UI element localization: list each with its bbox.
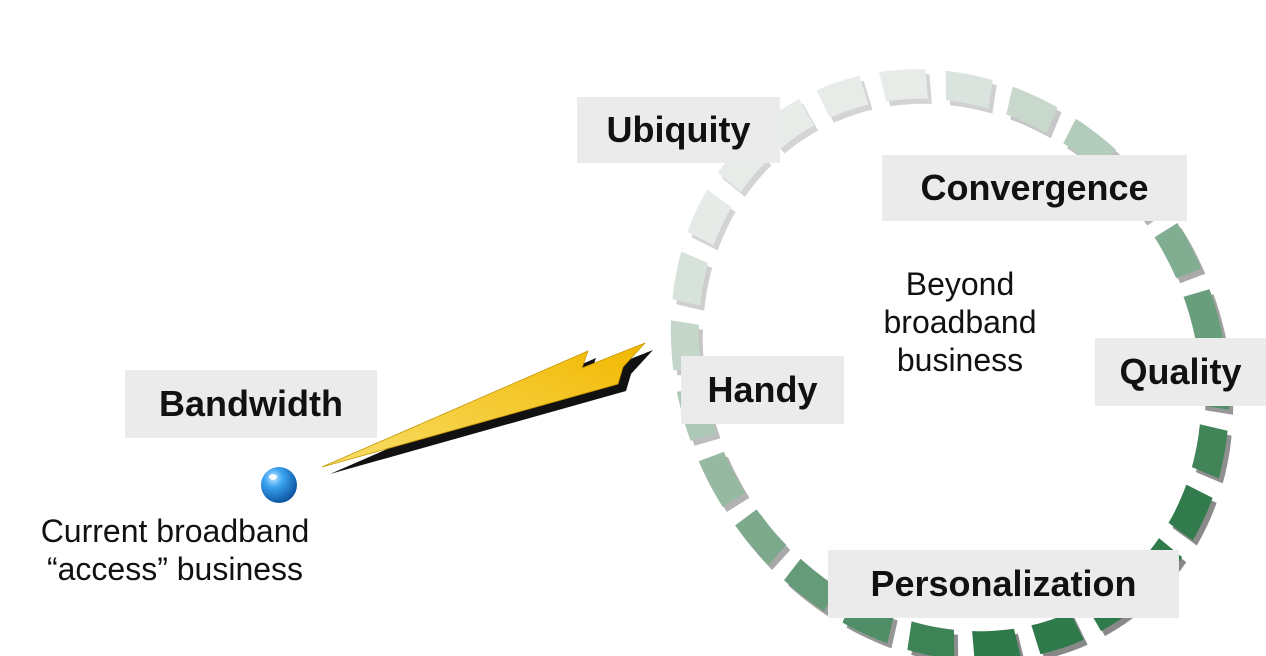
start-point-dot [261, 467, 297, 503]
ring-segment [687, 189, 732, 246]
ring-segment [1183, 289, 1224, 342]
ring-segment [1191, 424, 1228, 479]
ring-center-caption: Beyond broadband business [860, 265, 1060, 379]
ring-segment [972, 628, 1021, 656]
ring-center-line2: broadband [883, 304, 1037, 340]
ring-segment [1006, 86, 1058, 134]
ring-segment [698, 451, 746, 507]
ring-segment [945, 70, 993, 109]
personalization-label: Personalization [828, 550, 1179, 618]
ring-segment [816, 75, 869, 118]
ring-center-line3: business [896, 342, 1024, 378]
ring-segment [1168, 484, 1213, 541]
ring-segment [907, 621, 955, 656]
ring-segment [1031, 612, 1084, 655]
current-business-caption: Current broadband “access” business [0, 512, 350, 588]
growth-arrow [321, 342, 653, 474]
convergence-label: Convergence [882, 155, 1187, 221]
ring-segment [784, 558, 837, 612]
ubiquity-label: Ubiquity [577, 97, 780, 163]
ring-segment [879, 69, 928, 102]
handy-label: Handy [681, 356, 844, 424]
bandwidth-label: Bandwidth [125, 370, 377, 438]
current-business-caption-line1: Current broadband [40, 513, 310, 549]
ring-segment [672, 251, 709, 306]
quality-label: Quality [1095, 338, 1266, 406]
ring-segment [1154, 223, 1202, 279]
ring-segment [735, 509, 787, 565]
current-business-caption-line2: “access” business [46, 551, 304, 587]
ring-center-line1: Beyond [905, 266, 1015, 302]
